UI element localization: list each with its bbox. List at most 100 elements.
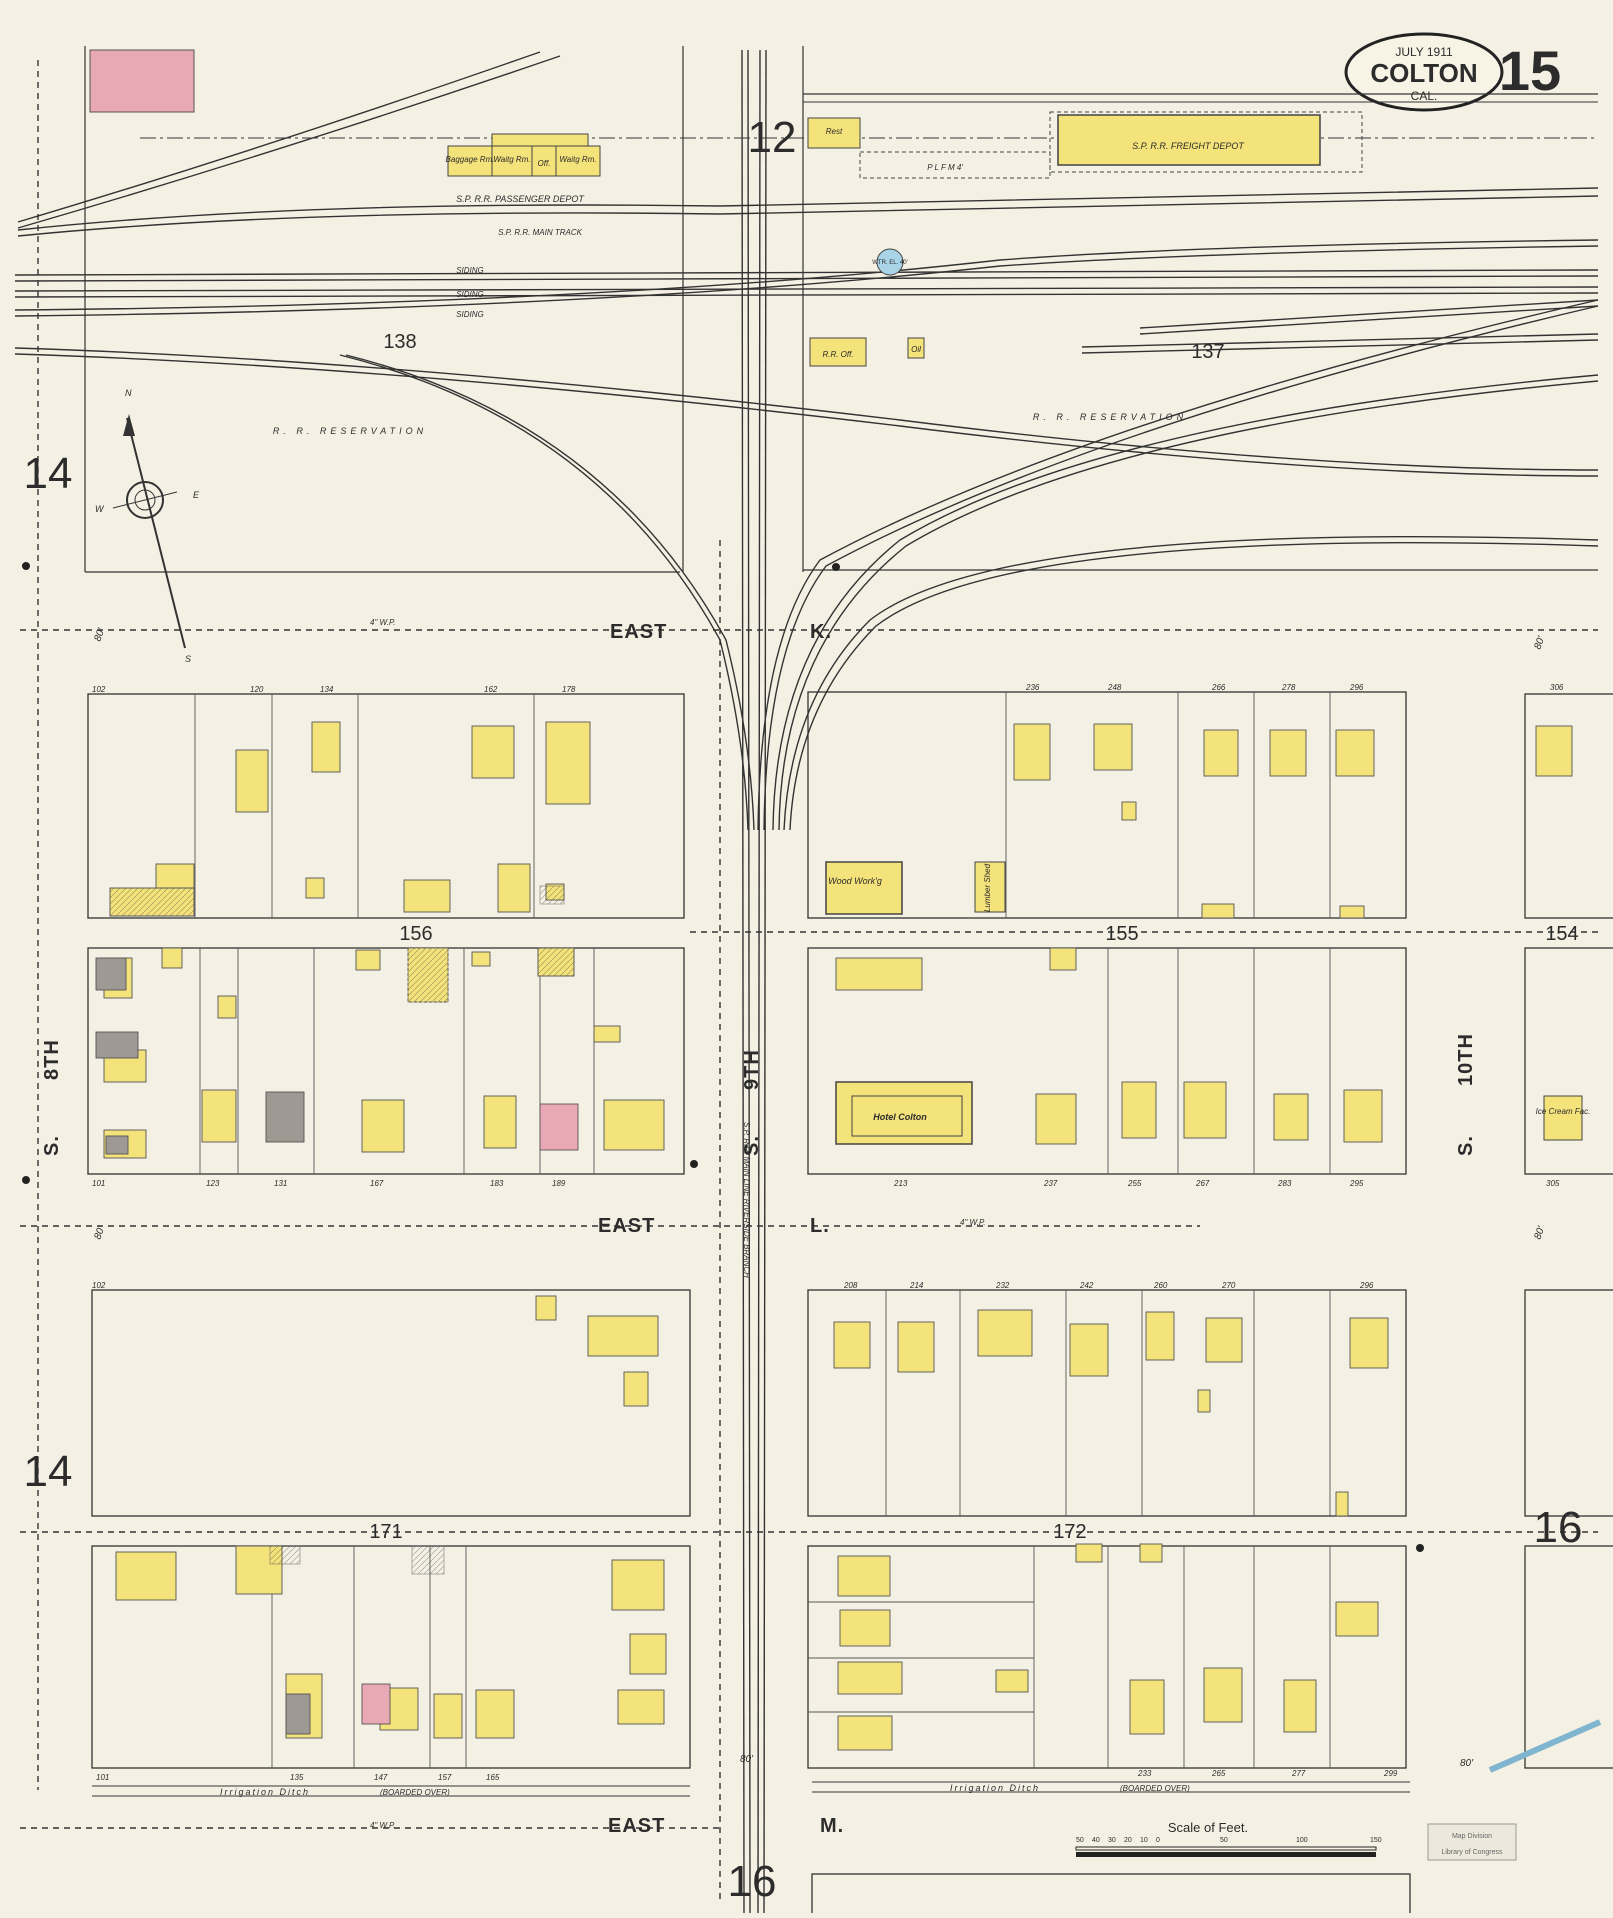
rr-reservation-label: R. R. RESERVATION: [273, 426, 427, 436]
scale-tick: 40: [1092, 1837, 1100, 1844]
street-s-prefix: S.: [41, 1135, 63, 1156]
address-number: 306: [1550, 683, 1564, 692]
address-number: 295: [1349, 1179, 1364, 1188]
address-number: 277: [1291, 1769, 1306, 1778]
irrigation-ditch-label: Irrigation Ditch: [950, 1783, 1040, 1793]
address-numbers: 102 120 134 162 178 236 248 266 278 296 …: [92, 683, 1564, 1782]
rr-branch-label: S.P. R.R. MAIN LINE RIVERSIDE BRANCH: [742, 1122, 751, 1278]
address-number: 236: [1025, 683, 1040, 692]
address-number: 267: [1195, 1179, 1210, 1188]
stamp-line-1: Map Division: [1452, 1833, 1492, 1840]
rr-office-label: R.R. Off.: [822, 350, 853, 359]
irrigation-ditch-label: Irrigation Ditch: [220, 1787, 310, 1797]
outbuildings: [109, 885, 575, 1575]
address-number: 123: [206, 1179, 220, 1188]
irrigation-note: (BOARDED OVER): [1120, 1784, 1190, 1793]
address-number: 101: [92, 1179, 105, 1188]
adjacent-sheet-number: 16: [1534, 1503, 1583, 1552]
water-pipe-label: 4" W.P.: [960, 1218, 986, 1227]
adjacent-sheet-number: 14: [24, 449, 73, 498]
water-tank: WTR. EL. 40': [872, 248, 908, 276]
masonry-buildings: [95, 957, 579, 1735]
baggage-room-label: Baggage Rm.: [446, 155, 495, 164]
title-cartouche: JULY 1911 COLTON CAL. 15: [1344, 32, 1561, 112]
block-number: 172: [1053, 1521, 1086, 1543]
address-number: 183: [490, 1179, 504, 1188]
street-name-10th: 10TH: [1455, 1033, 1477, 1086]
address-number: 255: [1127, 1179, 1142, 1188]
address-number: 208: [843, 1281, 858, 1290]
rail-tracks: [14, 49, 1599, 1914]
scale-label: Scale of Feet.: [1168, 1820, 1248, 1835]
waiting-room-label: Waitg Rm.: [559, 155, 596, 164]
address-number: 305: [1546, 1179, 1560, 1188]
compass-west: W: [95, 504, 105, 514]
block-number: 138: [383, 331, 416, 353]
oil-label: Oil: [911, 345, 921, 354]
street-width: 80': [92, 626, 107, 643]
city-blocks: [87, 691, 1613, 1918]
adjacent-sheet-number: 14: [24, 1447, 73, 1496]
scale-tick: 50: [1220, 1837, 1228, 1844]
rr-reservation-label: R. R. RESERVATION: [1033, 412, 1187, 422]
address-number: 131: [274, 1179, 287, 1188]
siding-label: SIDING: [456, 266, 484, 275]
address-number: 299: [1383, 1769, 1398, 1778]
siding-label: SIDING: [456, 290, 484, 299]
adjacent-sheet-number: 12: [748, 113, 797, 162]
street-width: 80': [1460, 1758, 1474, 1769]
irrigation-ditch: [92, 1781, 1410, 1797]
block-number: 171: [369, 1521, 402, 1543]
address-number: 135: [290, 1773, 304, 1782]
address-number: 213: [893, 1179, 908, 1188]
rr-office-building: R.R. Off.: [809, 337, 867, 367]
library-stamp: Map Division Library of Congress: [1427, 1823, 1517, 1861]
address-number: 120: [250, 685, 264, 694]
address-number: 278: [1281, 683, 1296, 692]
rr-property-lines: [84, 46, 1598, 573]
wood-working-shop: Wood Work'g Lumber Shed: [825, 861, 1006, 915]
address-number: 283: [1277, 1179, 1292, 1188]
scale-tick: 0: [1156, 1837, 1160, 1844]
scale-tick: 50: [1076, 1837, 1084, 1844]
brick-building: [89, 49, 195, 113]
scale-tick: 100: [1296, 1837, 1308, 1844]
waiting-room-label: Waitg Rm.: [493, 155, 530, 164]
irrigation-note: (BOARDED OVER): [380, 1788, 450, 1797]
main-track-label: S.P. R.R. MAIN TRACK: [498, 228, 583, 237]
address-number: 178: [562, 685, 576, 694]
compass-north: N: [125, 388, 132, 398]
street-name-8th: 8TH: [41, 1039, 63, 1080]
hotel-label: Hotel Colton: [873, 1112, 927, 1122]
office-label: Off.: [538, 159, 551, 168]
water-pipe-lines: [20, 60, 1598, 1900]
street-name-east: EAST: [610, 621, 667, 643]
address-number: 134: [320, 685, 334, 694]
address-number: 237: [1043, 1179, 1058, 1188]
water-pipe-label: 4" W.P.: [370, 1821, 396, 1830]
rest-label: Rest: [826, 127, 843, 136]
adjacent-sheet-number: 16: [728, 1857, 777, 1906]
ice-cream-factory: Ice Cream Fac.: [1536, 1095, 1590, 1141]
hotel-colton: Hotel Colton: [835, 1081, 973, 1145]
map-state: CAL.: [1411, 89, 1438, 103]
map-date: JULY 1911: [1395, 45, 1453, 59]
block-number: 154: [1545, 923, 1578, 945]
block-number: 155: [1105, 923, 1138, 945]
address-number: 214: [909, 1281, 924, 1290]
freight-depot: S.P. R.R. FREIGHT DEPOT P L F M 4': [859, 111, 1363, 179]
water-tank-label: WTR. EL. 40': [872, 260, 908, 266]
siding-label: SIDING: [456, 310, 484, 319]
address-number: 157: [438, 1773, 452, 1782]
oil-building: Oil: [907, 337, 925, 359]
address-number: 242: [1079, 1281, 1094, 1290]
stamp-line-2: Library of Congress: [1441, 1849, 1503, 1856]
address-number: 296: [1349, 683, 1364, 692]
passenger-depot-label: S.P. R.R. PASSENGER DEPOT: [456, 194, 585, 204]
street-name-east: EAST: [608, 1815, 665, 1837]
street-width: 80': [92, 1224, 107, 1241]
compass-rose: N S E W: [95, 388, 200, 664]
address-number: 233: [1137, 1769, 1152, 1778]
